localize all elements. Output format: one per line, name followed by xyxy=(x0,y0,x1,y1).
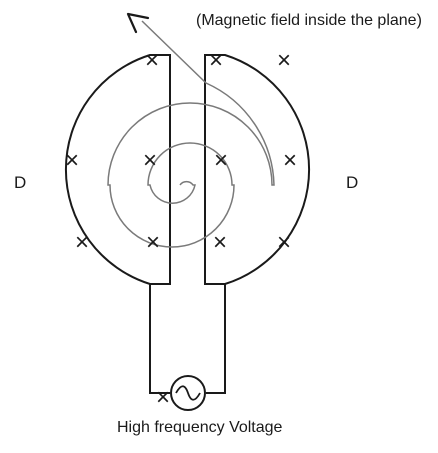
dee-right xyxy=(204,54,311,285)
dee-right-label: D xyxy=(346,173,359,192)
wire-right xyxy=(206,284,226,394)
magnetic-field-caption: (Magnetic field inside the plane) xyxy=(196,12,422,29)
field-cross: × xyxy=(146,229,160,256)
field-cross: × xyxy=(209,47,223,74)
ac-source-icon xyxy=(170,375,206,411)
voltage-source-caption: High frequency Voltage xyxy=(117,419,283,436)
dee-left xyxy=(64,54,171,285)
field-cross: × xyxy=(213,229,227,256)
field-cross: × xyxy=(143,147,157,174)
field-cross: × xyxy=(277,229,291,256)
arrow-icon xyxy=(126,12,150,34)
field-cross: × xyxy=(214,147,228,174)
field-cross: × xyxy=(283,147,297,174)
field-cross: × xyxy=(277,47,291,74)
field-cross: × xyxy=(145,47,159,74)
particle-spiral-path xyxy=(107,20,275,248)
dee-left-label: D xyxy=(14,173,27,192)
field-cross: × xyxy=(156,384,170,411)
wire-left xyxy=(149,284,170,394)
field-cross: × xyxy=(65,147,79,174)
field-cross: × xyxy=(75,229,89,256)
